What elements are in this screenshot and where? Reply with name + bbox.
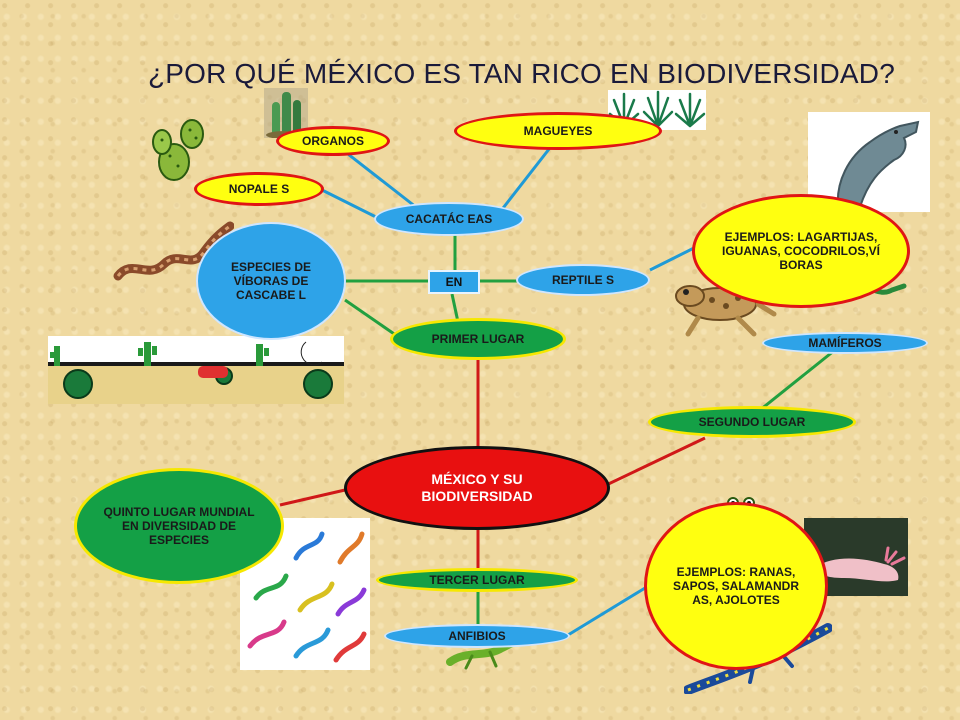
crocodile-icon — [808, 112, 930, 212]
node-nopales: NOPALE S — [194, 172, 324, 206]
node-mamiferos: MAMÍFEROS — [762, 332, 928, 354]
snake-icon — [113, 221, 234, 281]
link-center-quinto — [279, 488, 346, 507]
desert-scene-icon — [48, 336, 344, 404]
node-segundo-lugar: SEGUNDO LUGAR — [648, 406, 856, 438]
node-viboras: ESPECIES DE VÍBORAS DE CASCABE L — [196, 222, 346, 340]
node-primer-lugar: PRIMER LUGAR — [390, 318, 566, 360]
link-en-primer — [450, 293, 460, 323]
green-lizard-icon — [446, 638, 518, 670]
node-magueyes: MAGUEYES — [454, 112, 662, 150]
page-title: ¿POR QUÉ MÉXICO ES TAN RICO EN BIODIVERS… — [148, 58, 895, 89]
link-ejemplos-anfibios — [567, 583, 651, 637]
node-center: MÉXICO Y SU BIODIVERSIDAD — [344, 446, 610, 530]
node-en: EN — [428, 270, 480, 294]
link-nopales — [317, 186, 379, 220]
link-ejemplos-reptiles — [649, 243, 701, 272]
link-center-segundo — [599, 436, 706, 490]
node-quinto-lugar: QUINTO LUGAR MUNDIAL EN DIVERSIDAD DE ES… — [74, 468, 284, 584]
node-ejemplos-anfibios: EJEMPLOS: RANAS, SAPOS, SALAMANDR AS, AJ… — [644, 502, 828, 670]
node-anfibios: ANFIBIOS — [384, 624, 570, 648]
node-organos: ORGANOS — [276, 126, 390, 156]
node-cacataceas: CACATÁC EAS — [374, 202, 524, 236]
node-ejemplos-reptiles: EJEMPLOS: LAGARTIJAS, IGUANAS, COCODRILO… — [692, 194, 910, 308]
link-viboras-primer — [344, 298, 401, 340]
node-reptiles: REPTILE S — [516, 264, 650, 296]
node-tercer-lugar: TERCER LUGAR — [376, 568, 578, 592]
link-mamiferos-segundo — [759, 348, 836, 412]
nopal-icon — [152, 119, 204, 181]
